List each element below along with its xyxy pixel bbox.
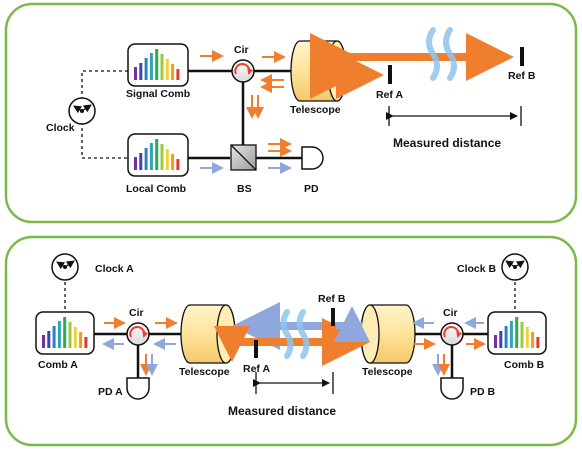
spectrum-line (494, 335, 497, 348)
signal-arrows-top (200, 50, 292, 174)
cir-b-label: Cir (443, 307, 458, 319)
spectrum-line (520, 322, 524, 348)
cir-a-label: Cir (129, 307, 144, 319)
spectrum-line (63, 317, 67, 348)
measured-distance-arrow-bottom (253, 372, 334, 394)
signal-comb-spectrum (134, 49, 180, 80)
bottom-panel: Clock A Clock B Comb A Comb B Cir (4, 235, 578, 447)
ref-a-mirror-bottom (254, 340, 258, 358)
spectrum-line (134, 67, 137, 80)
clock-b-icon (501, 253, 529, 281)
spectrum-line (84, 337, 88, 348)
photodetector-b-icon (440, 377, 464, 400)
spectrum-line (160, 144, 164, 170)
spectrum-line (144, 58, 148, 80)
ref-a-mirror (388, 65, 392, 84)
ref-a-label: Ref A (376, 89, 403, 101)
spectrum-line (144, 148, 148, 170)
circulator-icon (231, 59, 255, 83)
signal-comb-label: Signal Comb (126, 88, 190, 100)
local-comb (127, 133, 189, 177)
spectrum-line (139, 153, 143, 170)
spectrum-line (73, 327, 77, 348)
circulator-a-icon (126, 322, 150, 346)
ref-b-label-bottom: Ref B (318, 293, 346, 305)
spectrum-line (176, 159, 180, 170)
spectrum-line (47, 331, 51, 348)
clock-label: Clock (46, 122, 75, 134)
spectrum-line (515, 317, 519, 348)
spectrum-line (165, 59, 169, 80)
spectrum-line (525, 327, 529, 348)
photodetector-a-icon (126, 377, 150, 400)
spectrum-line (52, 326, 56, 348)
clock-a-label: Clock A (95, 263, 134, 275)
clock-a-icon (51, 253, 79, 281)
spectrum-line (504, 326, 508, 348)
ref-b-mirror-bottom (331, 308, 335, 326)
ref-b-label: Ref B (508, 70, 536, 82)
local-comb-label: Local Comb (126, 183, 186, 195)
comb-a-spectrum (42, 317, 88, 348)
turbulence-cloud-top (426, 27, 457, 81)
clock-icon (68, 97, 96, 125)
spectrum-line (176, 69, 180, 80)
spectrum-line (160, 54, 164, 80)
signal-comb (127, 43, 189, 87)
spectrum-line (68, 322, 72, 348)
pd-b-label: PD B (470, 386, 496, 398)
circulator-b-icon (440, 322, 464, 346)
telescope-a-icon (180, 304, 236, 364)
spectrum-line (155, 49, 159, 80)
turbulence-cloud-bottom (280, 309, 310, 359)
comb-b (487, 311, 547, 355)
pd-label: PD (304, 183, 319, 195)
telescope-b-label: Telescope (362, 366, 413, 378)
spectrum-line (155, 139, 159, 170)
spectrum-line (165, 149, 169, 170)
spectrum-line (536, 337, 540, 348)
spectrum-line (531, 332, 535, 348)
cir-label: Cir (234, 44, 249, 56)
spectrum-line (139, 63, 143, 80)
spectrum-line (79, 332, 83, 348)
measured-distance-arrow-top (386, 106, 522, 126)
local-comb-spectrum (134, 139, 180, 170)
spectrum-line (171, 64, 175, 80)
ref-b-mirror (520, 47, 524, 66)
telescope-b-icon (360, 304, 416, 364)
spectrum-line (134, 157, 137, 170)
measured-distance-label-bottom: Measured distance (228, 404, 336, 418)
beam-splitter-icon (230, 144, 257, 171)
spectrum-line (149, 53, 153, 80)
telescope-a-label: Telescope (179, 366, 230, 378)
ref-a-label-bottom: Ref A (243, 363, 270, 375)
comb-a-label: Comb A (38, 359, 78, 371)
photodetector-icon (301, 146, 324, 170)
telescope-label: Telescope (290, 104, 341, 116)
pd-a-label: PD A (98, 386, 123, 398)
comb-a (35, 311, 95, 355)
measured-distance-label-top: Measured distance (393, 136, 501, 150)
spectrum-line (499, 331, 503, 348)
spectrum-line (42, 335, 45, 348)
spectrum-line (509, 321, 513, 348)
spectrum-line (149, 143, 153, 170)
free-space-beam-top (310, 33, 514, 99)
clock-b-label: Clock B (457, 263, 497, 275)
comb-b-spectrum (494, 317, 540, 348)
top-panel: Signal Comb Local Comb Clock Cir Telesco… (4, 2, 578, 224)
spectrum-line (171, 154, 175, 170)
bs-label: BS (237, 183, 252, 195)
spectrum-line (57, 321, 61, 348)
comb-b-label: Comb B (504, 359, 545, 371)
signal-arrows-bottom (102, 317, 486, 376)
telescope-icon (290, 40, 347, 102)
